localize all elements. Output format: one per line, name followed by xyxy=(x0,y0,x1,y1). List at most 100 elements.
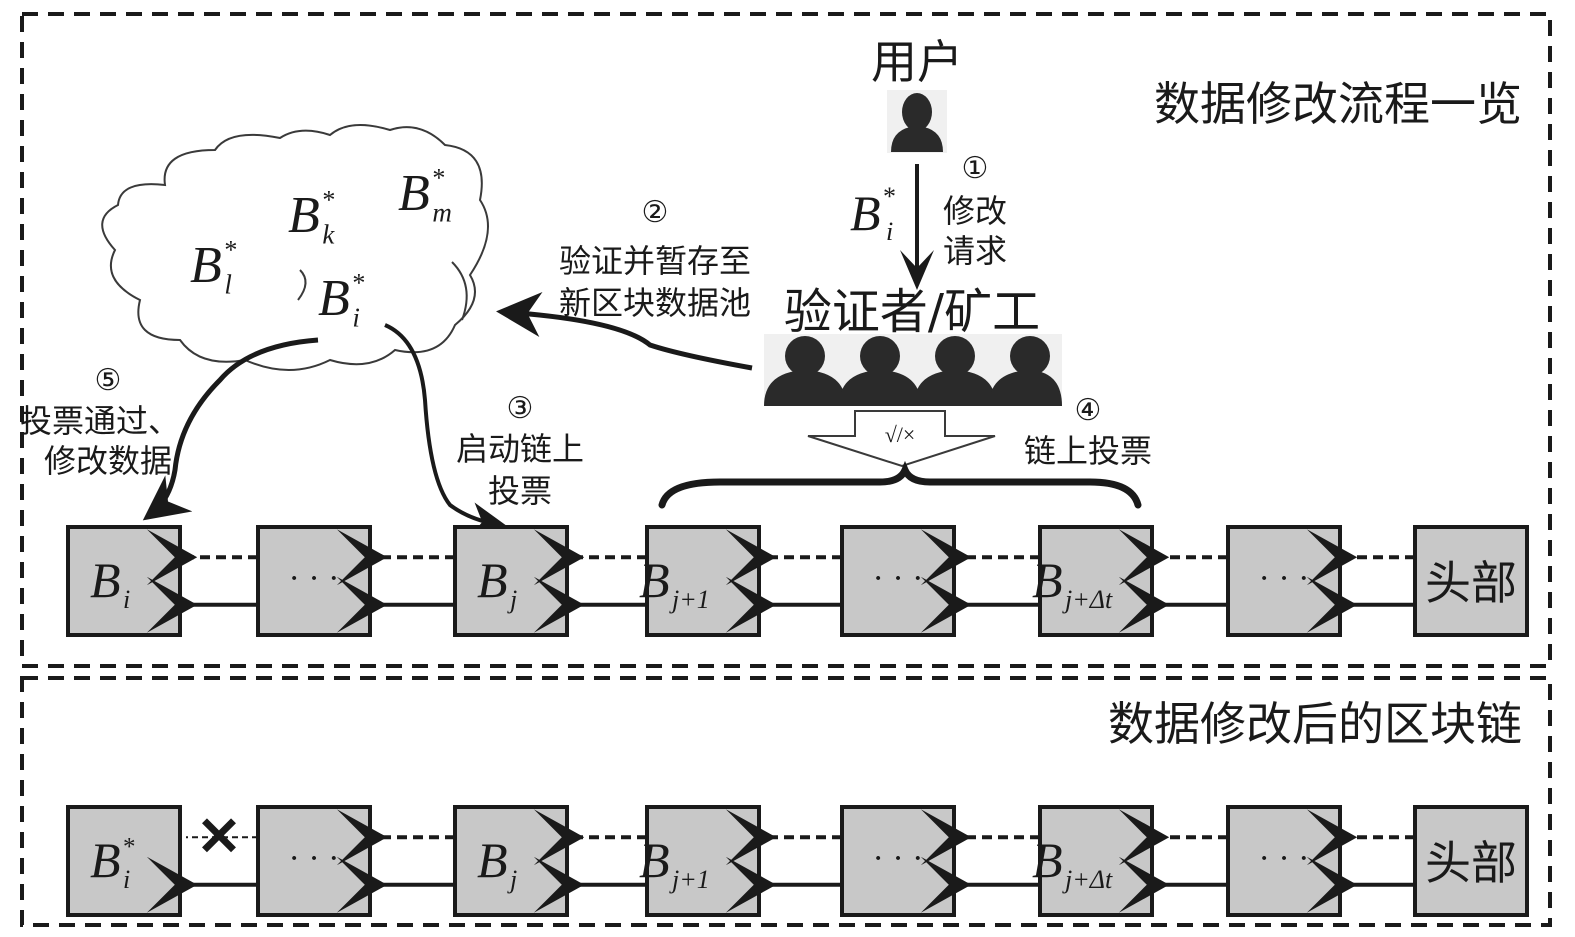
pool-block-k-sub: k xyxy=(322,219,335,249)
step2-line1: 验证并暂存至 xyxy=(559,242,751,280)
block-label-sub: i xyxy=(123,585,130,614)
pool-block-m-base: B xyxy=(398,165,430,222)
block-label: B*i xyxy=(90,832,136,894)
block-label-sub: j+1 xyxy=(669,585,710,614)
step2-arrow xyxy=(496,292,753,371)
block-label-sub: j xyxy=(507,585,517,614)
pool-block-m-sub: m xyxy=(432,197,452,227)
ellipsis-label: · · · xyxy=(289,840,340,877)
head-label: 头部 xyxy=(1425,836,1517,890)
ellipsis-label: · · · xyxy=(1259,840,1310,877)
ellipsis-label: · · · xyxy=(873,840,924,877)
pool-block-m: B* m xyxy=(398,164,452,228)
broken-link-icon: ✕ xyxy=(196,807,241,867)
block-box xyxy=(453,525,569,637)
step1-number: ① xyxy=(962,151,989,186)
block-label-base: B xyxy=(90,832,121,888)
step3-line2: 投票 xyxy=(488,472,552,510)
step1-line1: 修改 xyxy=(943,192,1007,230)
head-label: 头部 xyxy=(1425,556,1517,610)
pool-block-m-sup: * xyxy=(432,164,445,193)
pool-block-i: B* i xyxy=(318,269,365,333)
step4-number: ④ xyxy=(1075,393,1102,428)
svg-text:B: B xyxy=(850,185,881,241)
user-label: 用户 xyxy=(871,35,963,89)
step4-line1: 链上投票 xyxy=(1024,432,1152,470)
block-label-sup: * xyxy=(123,834,136,861)
step5-line2: 修改数据 xyxy=(44,442,172,480)
pool-block-l-sub: l xyxy=(224,269,232,299)
block-box xyxy=(1413,805,1529,917)
chain-block-head: 头部 xyxy=(1413,525,1529,637)
chain-block-ellipsis: · · · xyxy=(840,805,956,917)
new-block-data-pool-cloud xyxy=(101,124,489,371)
block-label-sub: j+Δt xyxy=(1062,585,1113,614)
pool-block-k: B* k xyxy=(288,186,335,250)
top-panel-frame xyxy=(20,12,1552,668)
user-icon xyxy=(887,90,947,153)
pool-block-k-base: B xyxy=(288,187,320,244)
block-label-base: B xyxy=(477,832,508,888)
ellipsis-label: · · · xyxy=(873,560,924,597)
pool-block-i-sub: i xyxy=(352,302,360,332)
pool-block-k-sup: * xyxy=(322,186,335,215)
step1-line2: 请求 xyxy=(943,232,1007,270)
voting-range-brace xyxy=(658,460,1142,509)
block-label-base: B xyxy=(1032,552,1063,608)
ellipsis-label: · · · xyxy=(1259,560,1310,597)
step1-payload-label: B * i xyxy=(850,182,896,246)
pool-block-i-base: B xyxy=(318,270,350,327)
chain-block-ellipsis: · · · xyxy=(1226,805,1342,917)
chain-block-head: 头部 xyxy=(1413,805,1529,917)
svg-text:*: * xyxy=(883,182,896,211)
top-panel-title: 数据修改流程一览 xyxy=(1154,77,1522,131)
step3-number: ③ xyxy=(507,391,534,426)
pool-block-l-base: B xyxy=(190,237,222,294)
validators-icon xyxy=(764,334,1062,406)
validators-label: 验证者/矿工 xyxy=(784,284,1040,340)
block-label-base: B xyxy=(477,552,508,608)
bottom-panel-frame xyxy=(20,676,1552,927)
block-box xyxy=(1413,525,1529,637)
block-box xyxy=(66,805,182,917)
step3-arrow xyxy=(384,323,508,539)
block-label-base: B xyxy=(1032,832,1063,888)
bottom-panel-title: 数据修改后的区块链 xyxy=(1108,697,1522,751)
step3-line1: 启动链上 xyxy=(456,430,584,468)
step5-line1: 投票通过、 xyxy=(20,402,180,440)
svg-text:i: i xyxy=(886,217,893,246)
step5-number: ⑤ xyxy=(95,363,122,398)
step2-line2: 新区块数据池 xyxy=(559,284,751,322)
block-box xyxy=(66,525,182,637)
vote-arrow xyxy=(807,410,996,468)
step1-arrowhead xyxy=(900,250,934,290)
chain-block-ellipsis: · · · xyxy=(840,525,956,637)
block-label-base: B xyxy=(639,832,670,888)
chain-block-B_i-modified: B*i xyxy=(66,805,182,917)
block-label-base: B xyxy=(90,552,121,608)
step2-number: ② xyxy=(642,195,669,230)
block-label-sub: j+1 xyxy=(669,865,710,894)
block-label-base: B xyxy=(639,552,670,608)
pool-block-i-sup: * xyxy=(352,269,365,298)
step5-arrow xyxy=(142,337,319,521)
pool-block-l-sup: * xyxy=(224,236,237,265)
chain-block-ellipsis: · · · xyxy=(256,525,372,637)
block-box xyxy=(453,805,569,917)
block-label-sub: j+Δt xyxy=(1062,865,1113,894)
